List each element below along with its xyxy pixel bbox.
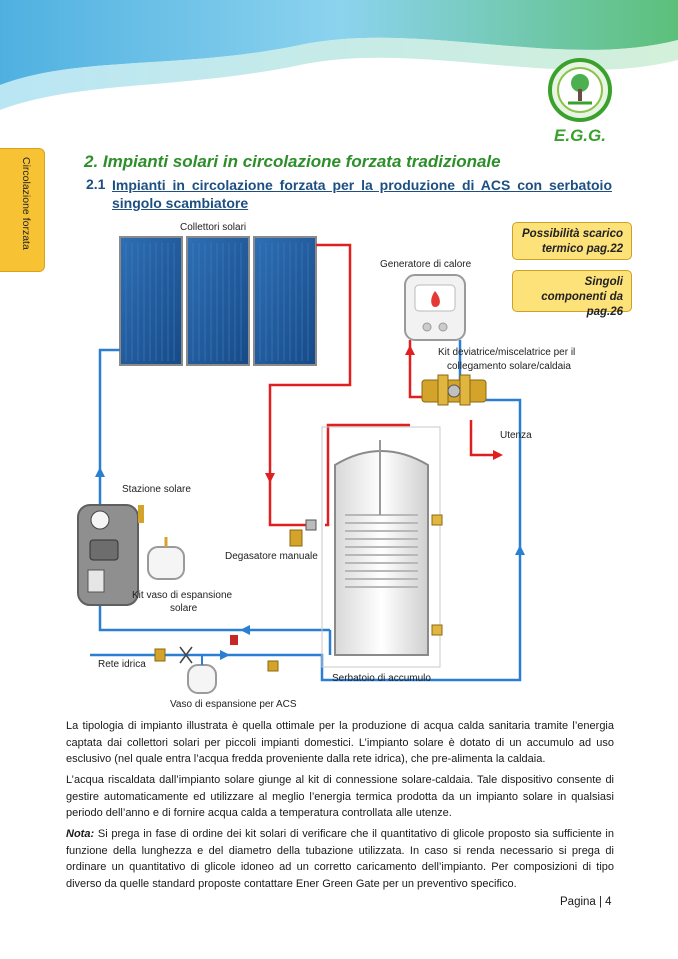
paragraph-2: L’acqua riscaldata dall’impianto solare … — [66, 774, 614, 819]
storage-tank — [321, 426, 443, 668]
paragraph-1: La tipologia di impianto illustrata è qu… — [66, 720, 614, 765]
egg-logo — [540, 55, 620, 150]
note-label: Nota: — [66, 828, 95, 840]
mains-valves — [154, 635, 279, 672]
solar-station — [77, 504, 144, 606]
logo-text: E.G.G. — [554, 126, 606, 145]
mixing-kit — [421, 374, 487, 406]
degasser — [289, 519, 317, 547]
label-expansion-line2: solare — [170, 603, 198, 614]
subsection-title-line1: Impianti in circolazione forzata per la … — [112, 177, 612, 193]
label-acs-expansion: Vaso di espansione per ACS — [170, 699, 297, 710]
cold-pipe-arrows — [95, 467, 525, 660]
note-text: Si prega in fase di ordine dei kit solar… — [66, 828, 614, 890]
header-wave-decoration — [0, 0, 678, 110]
solar-collectors — [119, 236, 317, 366]
note-box-components[interactable]: Singoli componenti da pag.26 — [512, 270, 632, 318]
subsection-number: 2.1 — [86, 176, 106, 192]
paragraph-note: Nota: Si prega in fase di ordine dei kit… — [66, 826, 614, 892]
label-water-mains: Rete idrica — [98, 659, 146, 670]
cold-pipes — [90, 340, 522, 682]
heat-generator — [404, 274, 466, 341]
page-number: Pagina | 4 — [560, 896, 612, 908]
hot-pipe-arrows — [265, 345, 503, 483]
side-tab[interactable]: Circolazione forzata — [0, 148, 45, 272]
note-box-thermal-discharge[interactable]: Possibilità scarico termico pag.22 — [512, 222, 632, 260]
label-degasser: Degasatore manuale — [225, 551, 318, 562]
hot-pipes — [268, 243, 495, 527]
label-kit-line1: Kit deviatrice/miscelatrice per il — [438, 347, 575, 358]
subsection-title-line2: singolo scambiatore — [112, 195, 249, 211]
section-title: 2. Impianti solari in circolazione forza… — [84, 152, 501, 171]
label-solar-station: Stazione solare — [122, 484, 191, 495]
solar-system-diagram: Collettori solari Generatore di calore — [77, 222, 575, 710]
side-tab-label: Circolazione forzata — [20, 157, 32, 250]
label-utenza: Utenza — [500, 430, 532, 441]
label-kit-line2: collegamento solare/caldaia — [447, 361, 571, 372]
label-storage-tank: Serbatoio di accumulo — [332, 673, 431, 684]
label-collectors: Collettori solari — [180, 222, 246, 233]
label-boiler: Generatore di calore — [380, 259, 472, 270]
label-expansion-line1: Kit vaso di espansione — [132, 590, 233, 601]
acs-expansion-vessel — [187, 655, 217, 694]
expansion-vessel — [147, 537, 185, 580]
